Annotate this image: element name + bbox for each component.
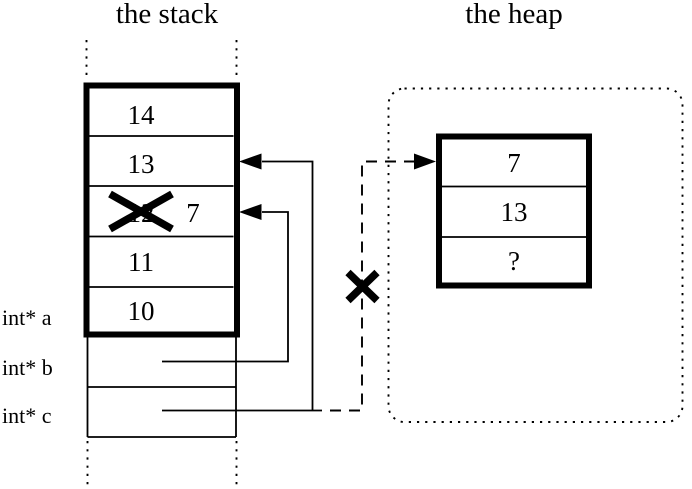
pointer-c-line [162,160,322,412]
heap-cell-value: ? [508,246,520,276]
pointer-label-b: int* b [2,355,53,380]
overwritten-value-cross-icon [108,190,174,233]
dangling-pointer-dashed-line [330,160,416,412]
stack-cell-dividers [89,135,234,288]
pointer-label-c: int* c [2,403,52,428]
stack-cell-new-value: 7 [186,198,200,228]
pointer-label-a: int* a [2,305,52,330]
pointer-c-arrowhead-icon [239,153,262,170]
stack-cell-value: 11 [128,247,154,277]
heap-cell-value: 7 [507,148,521,178]
stack-frame-box [83,82,240,338]
pointer-b-line [162,211,289,363]
stack-title: the stack [115,0,219,30]
dangling-pointer-arrowhead-icon [414,153,436,170]
stack-cell-value: 10 [127,296,155,326]
dangling-pointer-cross-icon [345,269,380,304]
stack-cell-value: 14 [127,100,155,130]
pointer-b-arrowhead-icon [239,204,262,220]
stack-pointer-rows [86,336,237,438]
heap-block-box [436,133,592,289]
heap-title: the heap [465,0,563,30]
heap-region-dotted-outline [387,87,684,423]
stack-cell-old-value: 12 [127,198,155,228]
heap-cell-dividers [442,185,586,238]
stack-cell-value: 13 [127,149,155,179]
heap-cell-value: 13 [500,197,528,227]
